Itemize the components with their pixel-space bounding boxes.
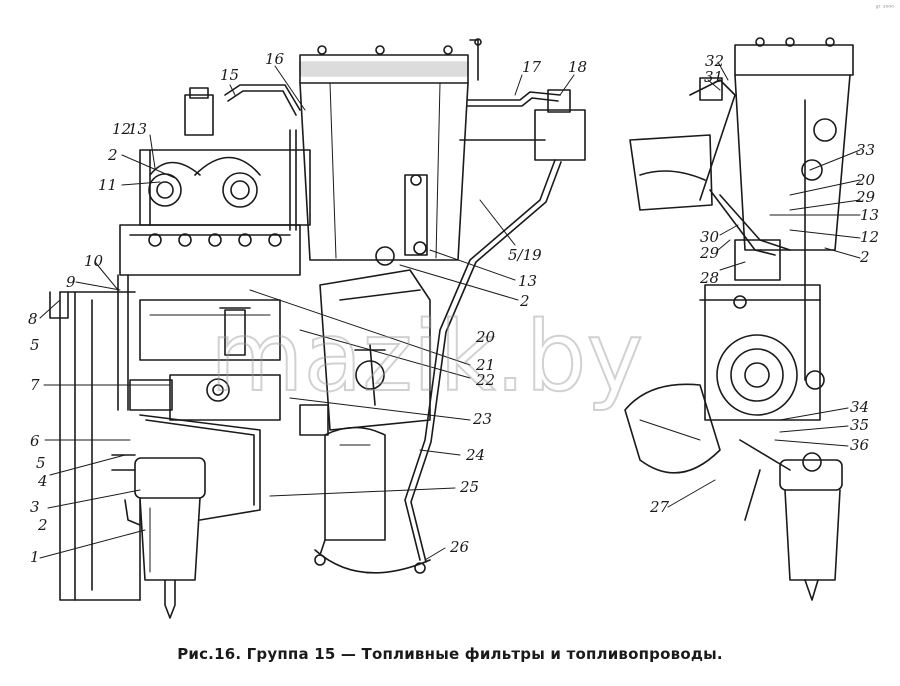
engine-block: [49, 291, 141, 601]
callout: 2: [107, 146, 118, 164]
coarse-filter-bowl: [314, 426, 431, 574]
callout: 4: [37, 472, 48, 490]
callout: 18: [568, 58, 587, 76]
callout: 27: [649, 498, 670, 516]
callout: 11: [98, 176, 117, 194]
callout: 1: [30, 548, 40, 566]
callout: 20: [855, 171, 876, 189]
sediment-bowl: [111, 454, 206, 619]
watermark-text: mazik.by: [210, 301, 643, 413]
callout: 5: [30, 336, 40, 354]
callout: 34: [850, 398, 869, 416]
callout: 16: [265, 50, 285, 68]
callout: 30: [700, 228, 720, 246]
callout: 32: [705, 52, 724, 70]
callout: 15: [220, 66, 239, 84]
callout: 2: [859, 248, 870, 266]
leader-lines: [39, 61, 861, 561]
callout: 31: [704, 68, 723, 86]
callout: 13: [860, 206, 879, 224]
fine-filter-housing: [299, 38, 482, 261]
callout: 23: [472, 410, 492, 428]
callout: 17: [522, 58, 542, 76]
callout: 7: [30, 376, 40, 394]
callout: 13: [128, 120, 147, 138]
callout: 21: [475, 356, 495, 374]
callout: 12: [860, 228, 879, 246]
callout: 26: [449, 538, 470, 556]
injection-pump: [117, 87, 311, 411]
callout: 33: [856, 141, 875, 159]
callout: 5: [36, 454, 46, 472]
callout: 22: [475, 371, 495, 389]
callout: 25: [459, 478, 479, 496]
callout-labels: 1 2 3 4 5 6 7 8 5 9 10 11 2 12 13 15 16 …: [28, 50, 879, 566]
pump-side-filter: [129, 299, 281, 521]
callout: 35: [850, 416, 869, 434]
callout: 2: [37, 516, 48, 534]
callout: 13: [518, 272, 537, 290]
callout: 29: [699, 244, 720, 262]
callout: 9: [66, 273, 76, 291]
figure-caption: Рис.16. Группа 15 — Топливные фильтры и …: [177, 645, 723, 663]
callout: 28: [699, 269, 719, 287]
callout: 6: [30, 432, 40, 450]
bracket: [375, 174, 428, 266]
governor-housing: [299, 269, 431, 436]
callout: 12: [112, 120, 131, 138]
callout: 2: [519, 292, 530, 310]
callout: 36: [850, 436, 870, 454]
callout: 10: [84, 252, 104, 270]
callout: 20: [475, 328, 496, 346]
side-view-pump: [624, 77, 825, 474]
side-view-bowl: [744, 452, 843, 601]
callout: 24: [465, 446, 485, 464]
callout: 5/19: [508, 246, 542, 264]
callout: 3: [30, 498, 40, 516]
corner-mark: ᵍᵗ ¹⁰⁰⁰: [875, 4, 894, 12]
callout: 29: [855, 188, 876, 206]
callout: 8: [28, 310, 38, 328]
